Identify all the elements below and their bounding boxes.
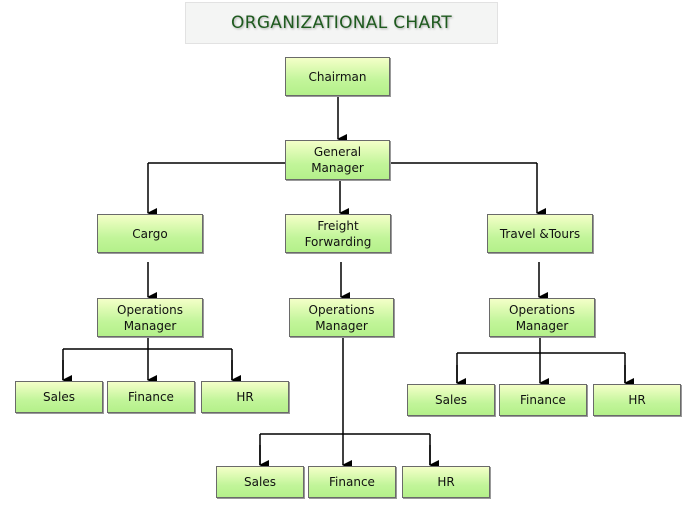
line-travel-ops-branch (456, 352, 626, 383)
node-travel-sales: Sales (407, 384, 495, 416)
node-freight-finance: Finance (308, 466, 396, 498)
node-freight-sales: Sales (216, 466, 304, 498)
node-travel-tours: Travel &Tours (487, 214, 593, 253)
chart-title: ORGANIZATIONAL CHART (185, 2, 498, 44)
node-freight-hr: HR (402, 466, 490, 498)
node-travel-operations-manager: Operations Manager (489, 298, 595, 337)
node-cargo-finance: Finance (107, 381, 195, 413)
node-cargo-sales: Sales (15, 381, 103, 413)
node-travel-finance: Finance (499, 384, 587, 416)
line-freight-ops-branch (259, 433, 431, 465)
node-freight-forwarding: Freight Forwarding (285, 214, 391, 253)
node-cargo: Cargo (97, 214, 203, 253)
node-cargo-hr: HR (201, 381, 289, 413)
node-freight-operations-manager: Operations Manager (289, 298, 394, 337)
node-cargo-operations-manager: Operations Manager (97, 298, 203, 337)
node-general-manager: General Manager (285, 140, 390, 180)
node-chairman: Chairman (285, 57, 390, 96)
node-travel-hr: HR (593, 384, 681, 416)
